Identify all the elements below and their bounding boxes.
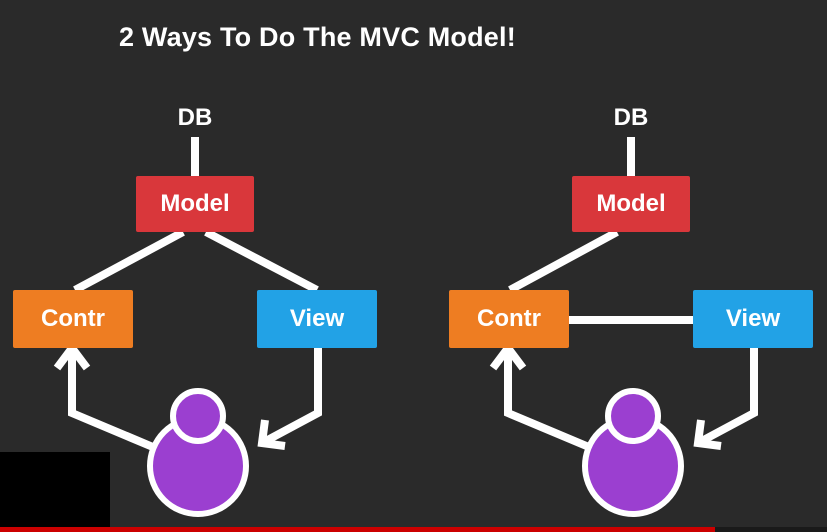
slide-title: 2 Ways To Do The MVC Model! [119,22,516,52]
model-box: Model [572,176,690,232]
view-box: View [257,290,377,348]
db-label: DB [177,104,213,131]
arrow-head-user-1 [257,419,286,450]
view-box: View [693,290,813,348]
arrow-head-contr-2 [489,341,527,371]
user-icon [582,388,684,517]
model-box: Model [136,176,254,232]
line-model-contr-2 [508,228,619,294]
arrow-user-to-contr-1 [68,348,162,454]
controller-box: Contr [449,290,569,348]
arrow-user-to-contr-2 [504,348,598,454]
db-label: DB [613,104,649,131]
user-icon [147,388,249,517]
arrow-view-to-user-2 [696,347,758,447]
black-overlay [0,452,110,532]
line-model-contr-1 [73,228,185,294]
controller-box: Contr [13,290,133,348]
arrow-view-to-user-1 [260,347,322,447]
video-progress-fill [0,527,715,532]
arrow-head-contr-1 [53,341,91,371]
line-model-view-1 [204,228,319,294]
arrow-head-user-2 [693,419,722,450]
